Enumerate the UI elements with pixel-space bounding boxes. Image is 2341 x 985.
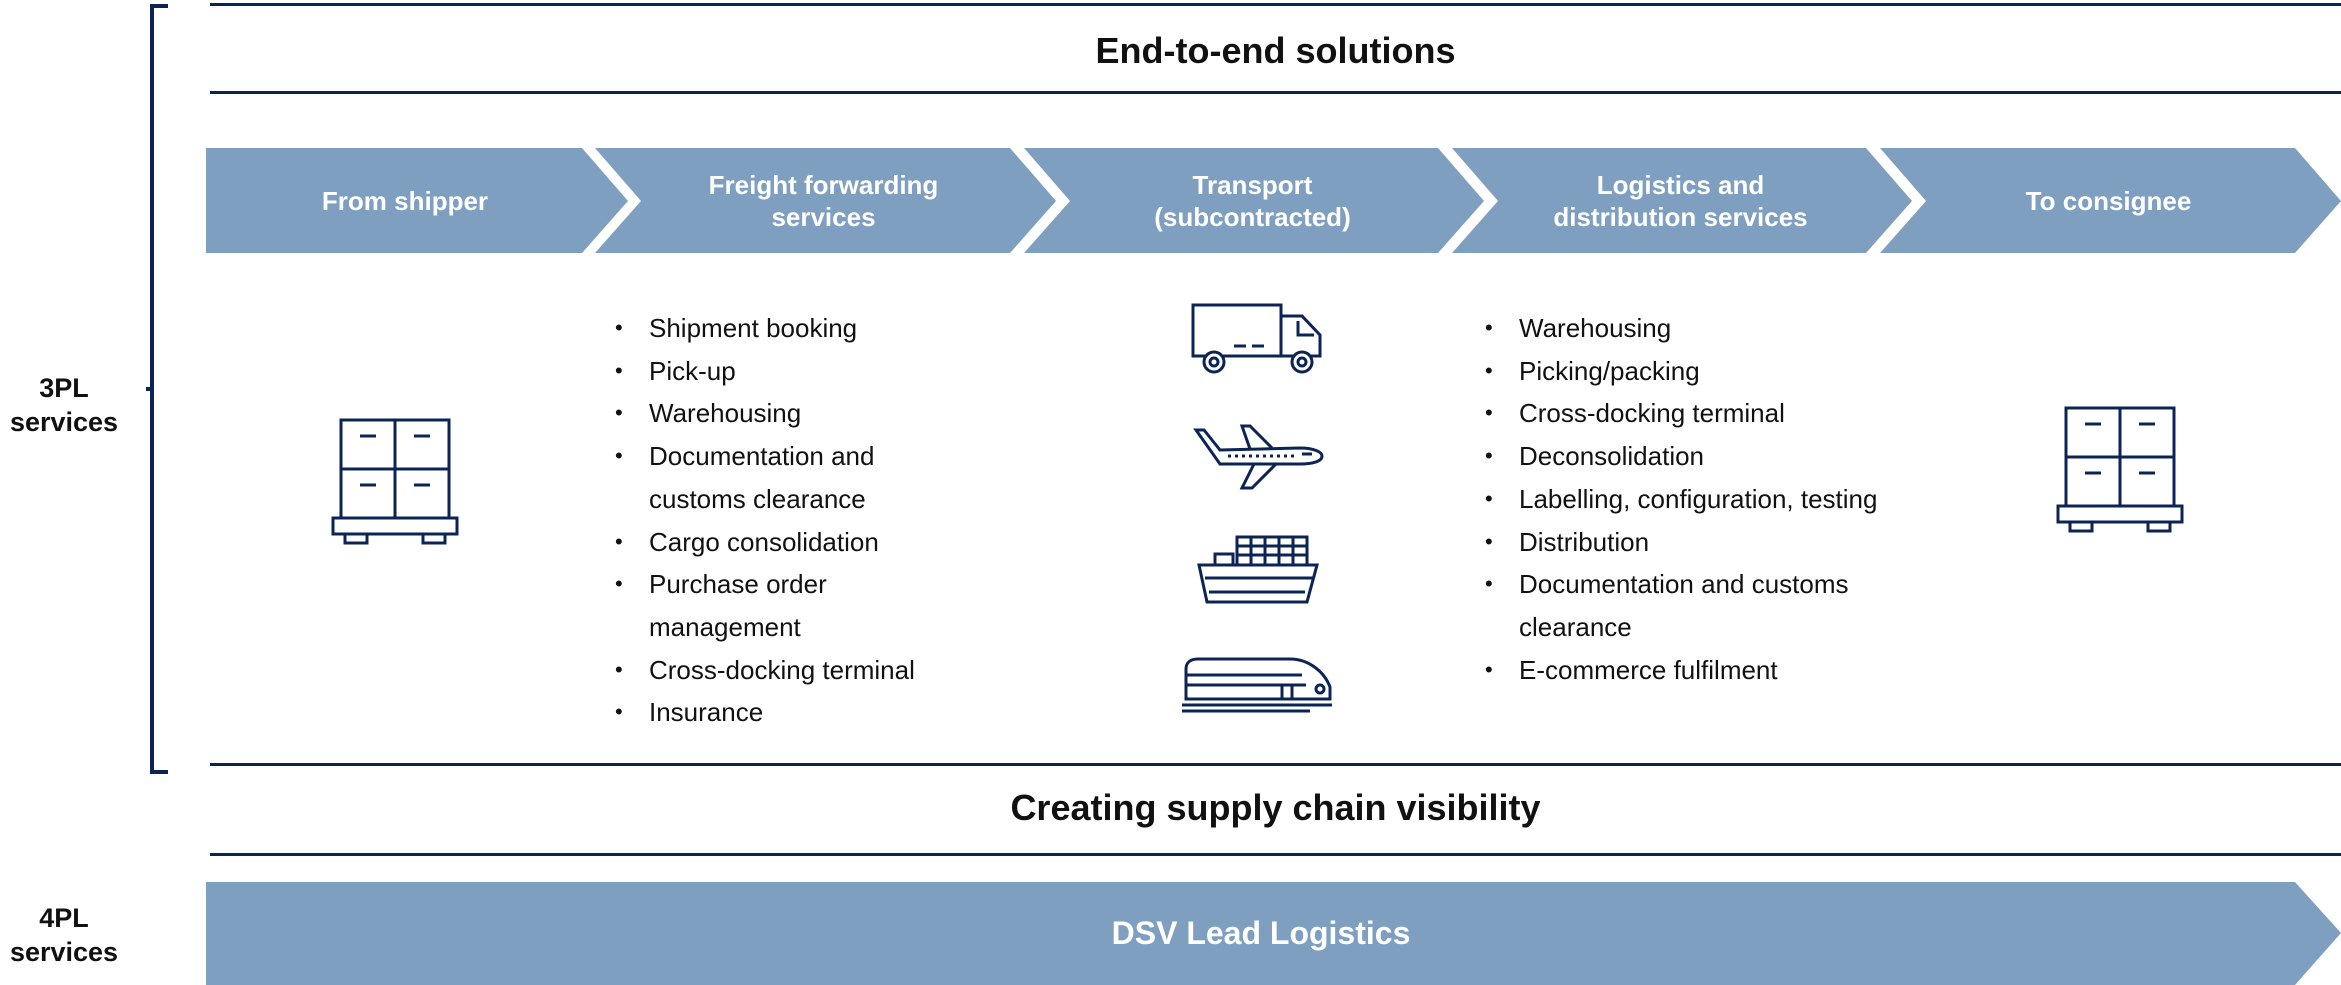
list-item: Labelling, configuration, testing xyxy=(1484,478,1944,521)
list-item: Warehousing xyxy=(614,392,1034,435)
lead-logistics-arrow xyxy=(206,882,2341,985)
shipper-pallet-boxes-icon xyxy=(331,418,459,545)
3pl-services-label: 3PL services xyxy=(9,373,119,437)
chevron-to-consignee xyxy=(1880,148,2341,253)
list-item: E-commerce fulfilment xyxy=(1484,649,1944,692)
freight-forwarding-list: Shipment booking Pick-up Warehousing Doc… xyxy=(614,307,1034,734)
stage-logistics-label: Logistics and distribution services xyxy=(1553,169,1808,232)
dsv-lead-logistics-label: DSV Lead Logistics xyxy=(1111,915,1411,951)
list-item: Picking/packing xyxy=(1484,350,1944,393)
list-item: Purchase order management xyxy=(614,563,1034,648)
chevron-logistics xyxy=(1452,148,1912,253)
train-icon xyxy=(1182,657,1332,713)
list-item: Pick-up xyxy=(614,350,1034,393)
top-rule xyxy=(210,3,2341,6)
chevron-from-shipper xyxy=(206,148,628,253)
ship-icon xyxy=(1197,535,1319,604)
list-item: Cross-docking terminal xyxy=(614,649,1034,692)
list-item: Deconsolidation xyxy=(1484,435,1944,478)
stage-to-consignee-label: To consignee xyxy=(2025,185,2192,216)
stage-from-shipper-label: From shipper xyxy=(321,185,489,216)
list-item: Cross-docking terminal xyxy=(1484,392,1944,435)
3pl-bracket-tick xyxy=(146,387,154,391)
list-item: Distribution xyxy=(1484,521,1944,564)
chevron-transport xyxy=(1024,148,1484,253)
stage-transport-label: Transport (subcontracted) xyxy=(1154,169,1351,232)
list-item: Insurance xyxy=(614,691,1034,734)
truck-icon xyxy=(1191,303,1322,374)
supply-chain-visibility-title: Creating supply chain visibility xyxy=(1010,787,1541,828)
chevron-freight-forwarding xyxy=(595,148,1056,253)
stage-freight-forwarding-label: Freight forwarding services xyxy=(708,169,939,232)
list-item: Documentation and customs clearance xyxy=(1484,563,1944,648)
list-item: Documentation and customs clearance xyxy=(614,435,1034,520)
end-to-end-title: End-to-end solutions xyxy=(1095,30,1456,71)
list-item: Cargo consolidation xyxy=(614,521,1034,564)
airplane-icon xyxy=(1193,424,1324,490)
list-item: Shipment booking xyxy=(614,307,1034,350)
top-banner-bottom-rule xyxy=(210,91,2341,94)
consignee-pallet-boxes-icon xyxy=(2056,406,2184,533)
middle-banner-bottom-rule xyxy=(210,853,2341,856)
logistics-distribution-list: Warehousing Picking/packing Cross-dockin… xyxy=(1484,307,1944,691)
4pl-services-label: 4PL services xyxy=(9,903,119,967)
list-item: Warehousing xyxy=(1484,307,1944,350)
middle-banner-top-rule xyxy=(210,763,2341,766)
